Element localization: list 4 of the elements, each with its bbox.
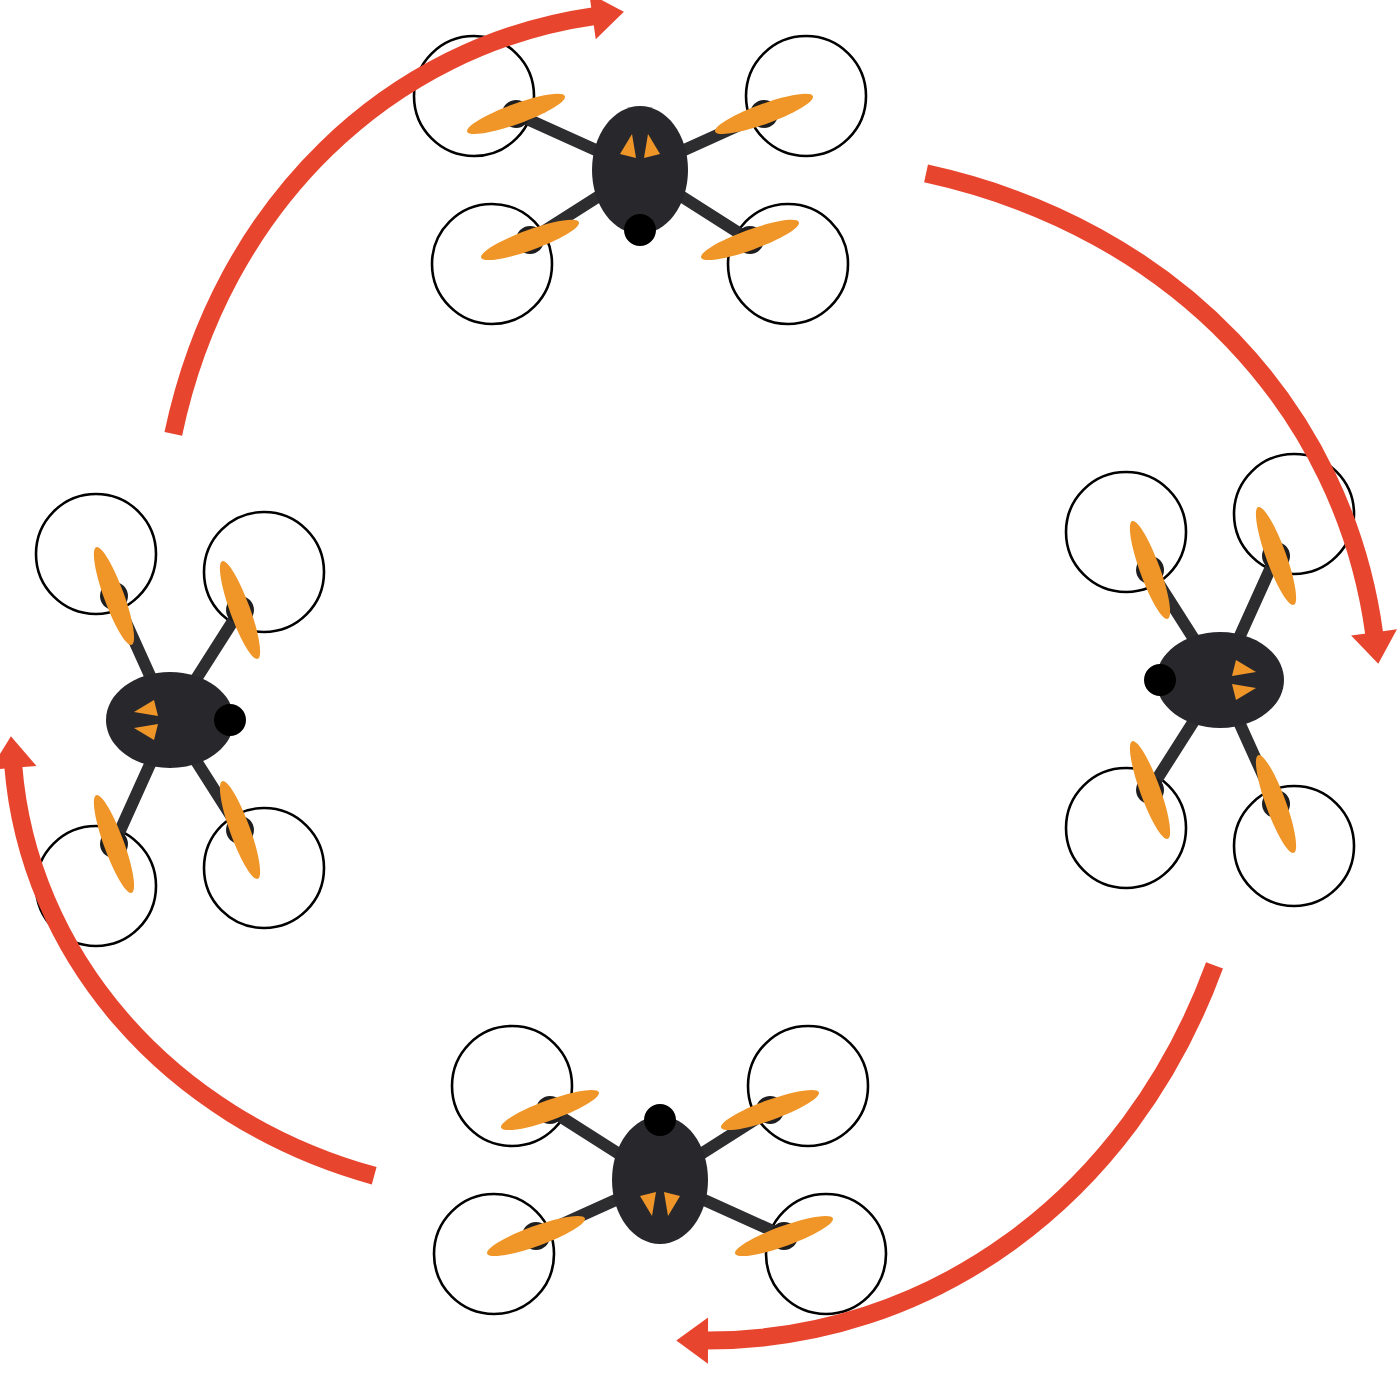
drone-drawing [34, 492, 326, 948]
drone-drawing [432, 1024, 888, 1316]
drone-drawing [412, 34, 868, 326]
drone-drawing [1064, 452, 1356, 908]
